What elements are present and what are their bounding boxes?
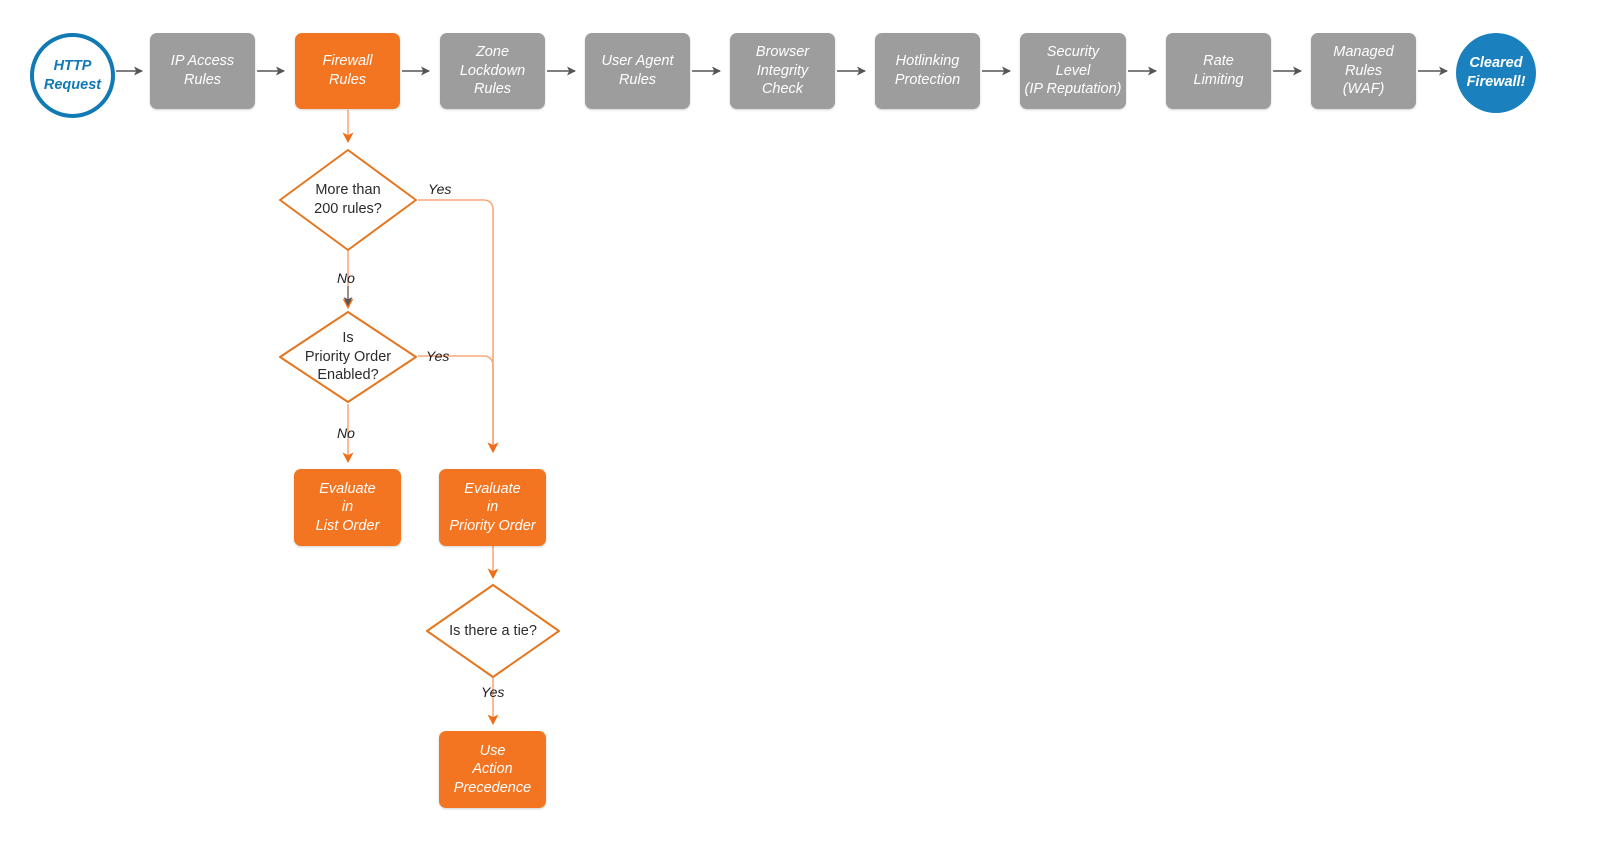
step-label: Security Level (IP Reputation) bbox=[1024, 44, 1122, 98]
edge-label-d2-yes: Yes bbox=[426, 348, 450, 364]
decision-more-than-200-rules[interactable]: More than 200 rules? bbox=[278, 148, 418, 252]
decision-label: Is Priority Order Enabled? bbox=[304, 329, 392, 384]
step-label: Firewall Rules bbox=[322, 53, 373, 88]
step-firewall-rules[interactable]: Firewall Rules bbox=[295, 33, 400, 109]
step-ip-access-rules[interactable]: IP Access Rules bbox=[150, 33, 255, 109]
outcome-use-action-precedence[interactable]: Use Action Precedence bbox=[439, 731, 546, 808]
start-node-http-request[interactable]: HTTP Request bbox=[30, 33, 115, 118]
edge-label-d3-yes: Yes bbox=[481, 684, 505, 700]
edge-label-d1-no: No bbox=[337, 270, 355, 286]
outcome-label: Evaluate in Priority Order bbox=[449, 480, 536, 534]
step-label: Hotlinking Protection bbox=[894, 53, 961, 88]
decision-is-there-a-tie[interactable]: Is there a tie? bbox=[425, 583, 561, 679]
decision-label: Is there a tie? bbox=[449, 622, 537, 639]
edge-label-d1-yes: Yes bbox=[428, 181, 452, 197]
diamond-shape bbox=[279, 149, 417, 251]
step-managed-rules-waf[interactable]: Managed Rules (WAF) bbox=[1311, 33, 1416, 109]
diamond-shape bbox=[279, 311, 417, 403]
step-zone-lockdown-rules[interactable]: Zone Lockdown Rules bbox=[440, 33, 545, 109]
step-security-level[interactable]: Security Level (IP Reputation) bbox=[1020, 33, 1126, 109]
decision-label: More than 200 rules? bbox=[314, 182, 382, 217]
step-label: Browser Integrity Check bbox=[755, 44, 810, 98]
diamond-shape bbox=[426, 584, 560, 678]
edge-label-d2-no: No bbox=[337, 425, 355, 441]
outcome-label: Use Action Precedence bbox=[453, 742, 532, 796]
step-label: IP Access Rules bbox=[170, 53, 235, 88]
step-browser-integrity-check[interactable]: Browser Integrity Check bbox=[730, 33, 835, 109]
decision-priority-order-enabled[interactable]: Is Priority Order Enabled? bbox=[278, 310, 418, 404]
end-node-cleared-firewall[interactable]: Cleared Firewall! bbox=[1456, 33, 1536, 113]
step-label: Zone Lockdown Rules bbox=[459, 44, 526, 98]
start-node-label: HTTP Request bbox=[43, 57, 102, 93]
step-user-agent-rules[interactable]: User Agent Rules bbox=[585, 33, 690, 109]
step-rate-limiting[interactable]: Rate Limiting bbox=[1166, 33, 1271, 109]
outcome-evaluate-list-order[interactable]: Evaluate in List Order bbox=[294, 469, 401, 546]
step-label: User Agent Rules bbox=[601, 53, 674, 88]
step-label: Rate Limiting bbox=[1193, 53, 1244, 88]
end-node-label: Cleared Firewall! bbox=[1466, 55, 1526, 90]
outcome-label: Evaluate in List Order bbox=[315, 480, 380, 534]
outcome-evaluate-priority-order[interactable]: Evaluate in Priority Order bbox=[439, 469, 546, 546]
step-label: Managed Rules (WAF) bbox=[1333, 44, 1394, 98]
step-hotlinking-protection[interactable]: Hotlinking Protection bbox=[875, 33, 980, 109]
